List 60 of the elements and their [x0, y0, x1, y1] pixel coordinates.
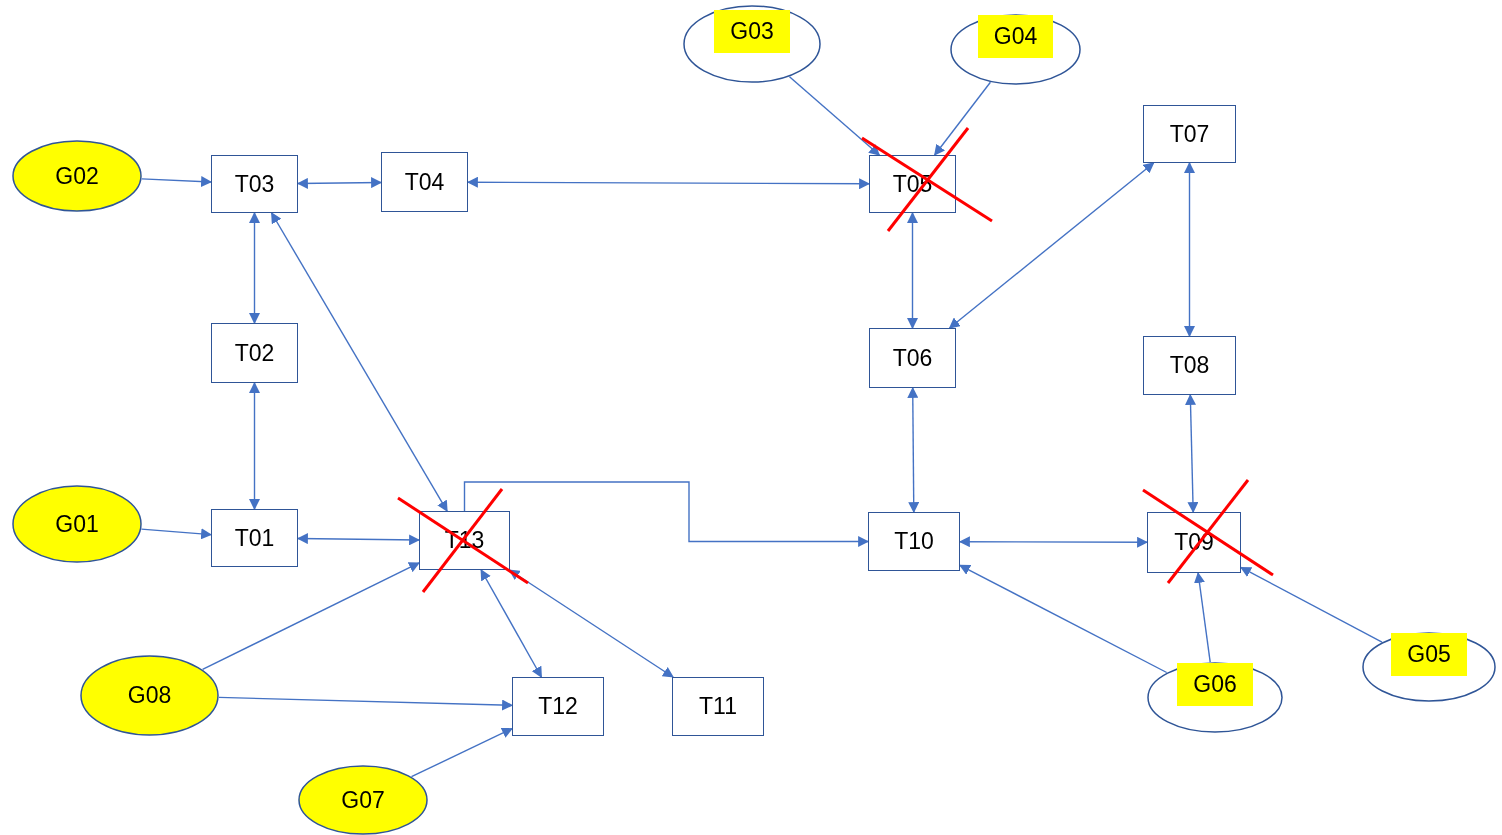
- node-label: T02: [234, 339, 275, 367]
- ellipse-node: [1147, 662, 1283, 733]
- process-box: [512, 677, 604, 736]
- process-box: [1143, 336, 1236, 395]
- arrow: [141, 176, 213, 188]
- ellipse-node: [12, 140, 142, 212]
- arrow: [466, 176, 871, 190]
- arrow: [410, 727, 513, 778]
- arrow: [934, 81, 992, 156]
- node-label: G03: [714, 9, 790, 53]
- process-box: [672, 677, 764, 736]
- node-label: G08: [127, 682, 172, 709]
- arrow: [140, 528, 213, 540]
- arrow: [788, 76, 881, 156]
- arrow: [958, 536, 1149, 548]
- node-label: T11: [699, 693, 737, 720]
- ellipse-node: [950, 14, 1081, 85]
- node-label: T07: [1169, 120, 1210, 148]
- node-label: T06: [892, 344, 933, 372]
- arrow: [201, 562, 420, 671]
- node-label: G07: [341, 786, 385, 814]
- arrow: [907, 211, 918, 330]
- arrow: [959, 564, 1168, 674]
- ellipse-node: [80, 655, 219, 736]
- node-label: T10: [894, 528, 934, 555]
- arrow: [1240, 566, 1383, 643]
- node-label: T04: [404, 168, 445, 196]
- arrow: [948, 162, 1155, 329]
- node-label: T03: [234, 170, 275, 198]
- node-label: G02: [55, 162, 99, 190]
- arrow: [270, 212, 448, 512]
- ellipse-node: [683, 5, 821, 83]
- arrow: [249, 381, 260, 511]
- arrow: [249, 211, 260, 325]
- process-box: [211, 323, 298, 383]
- ellipse-node: [298, 765, 428, 835]
- node-label: T08: [1169, 352, 1210, 379]
- arrow: [463, 481, 870, 547]
- arrow: [480, 569, 543, 678]
- arrow: [218, 696, 514, 711]
- process-box: [381, 152, 468, 212]
- node-label: G06: [1177, 663, 1253, 706]
- process-box: [1143, 105, 1236, 163]
- arrow: [1184, 161, 1195, 338]
- arrow: [296, 533, 421, 546]
- node-label: G01: [55, 510, 99, 538]
- process-box: [211, 509, 298, 567]
- process-box: [868, 512, 960, 571]
- arrow: [1194, 571, 1211, 663]
- node-label: G05: [1391, 632, 1467, 676]
- node-label: G04: [977, 15, 1054, 58]
- arrow: [907, 386, 920, 514]
- arrow: [296, 177, 383, 189]
- node-label: T12: [538, 693, 578, 720]
- arrow: [1185, 393, 1199, 514]
- node-label: T01: [234, 524, 275, 552]
- ellipse-node: [1362, 632, 1496, 702]
- process-box: [211, 155, 298, 213]
- ellipse-node: [12, 485, 142, 563]
- process-box: [869, 328, 956, 388]
